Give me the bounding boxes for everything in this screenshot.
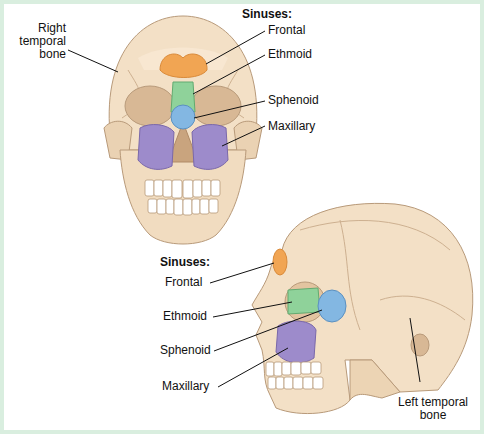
sinus-label: Frontal bbox=[165, 276, 202, 289]
bone-label: Left temporal bone bbox=[388, 396, 478, 422]
sinus-label: Sphenoid bbox=[160, 344, 211, 357]
sinus-label: Ethmoid bbox=[163, 310, 207, 323]
group-heading: Sinuses: bbox=[160, 256, 210, 269]
sinus-label: Ethmoid bbox=[268, 48, 312, 61]
group-heading: Sinuses: bbox=[242, 8, 292, 21]
sinus-label: Maxillary bbox=[162, 380, 209, 393]
sinus-label: Frontal bbox=[268, 24, 305, 37]
bone-label: Right temporal bone bbox=[6, 22, 66, 61]
sinus-label: Maxillary bbox=[268, 120, 315, 133]
sinus-label: Sphenoid bbox=[268, 94, 319, 107]
